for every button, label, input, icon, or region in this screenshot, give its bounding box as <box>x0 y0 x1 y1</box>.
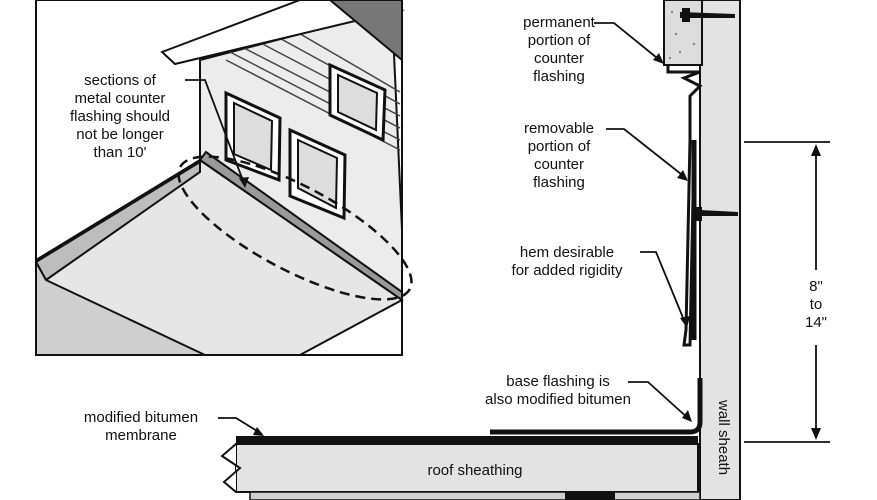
label-line: membrane <box>105 427 177 444</box>
label-inset-note: sections of metal counter flashing shoul… <box>55 72 185 162</box>
label-wall-sheathing: wall sheath <box>715 400 732 476</box>
label-line: counter <box>533 50 585 67</box>
label-hem: hem desirable for added rigidity <box>492 244 642 280</box>
label-line: 14" <box>804 314 827 331</box>
dimension-line <box>744 141 830 443</box>
label-dimension: 8" to 14" <box>796 278 836 332</box>
label-line: to <box>809 296 823 313</box>
label-line: base flashing is <box>506 373 610 390</box>
flashing-strip <box>198 150 403 302</box>
fasteners <box>680 8 738 221</box>
leader-arrows <box>253 53 692 436</box>
label-line: removable <box>523 120 595 137</box>
label-line: than 10' <box>93 144 147 161</box>
base-flashing <box>490 378 703 435</box>
label-membrane: modified bitumen membrane <box>60 409 222 445</box>
label-line: not be longer <box>76 126 164 143</box>
label-line: flashing should <box>69 108 171 125</box>
label-line: counter <box>533 156 585 173</box>
label-line: flashing <box>533 174 585 191</box>
counter-flashing <box>666 65 703 347</box>
label-permanent: permanent portion of counter flashing <box>500 14 618 86</box>
leaders <box>218 22 691 435</box>
label-line: metal counter <box>74 90 166 107</box>
fascia <box>35 258 206 356</box>
membrane <box>236 436 698 444</box>
inset-leader <box>185 79 246 187</box>
label-line: hem desirable <box>519 244 615 261</box>
label-line: sections of <box>84 72 156 89</box>
label-base-flashing: base flashing is also modified bitumen <box>458 373 658 409</box>
label-line: 8" <box>809 278 823 295</box>
label-line: modified bitumen <box>83 409 199 426</box>
label-removable: removable portion of counter flashing <box>500 120 618 192</box>
break-line <box>220 443 242 493</box>
inset-house <box>34 0 413 356</box>
label-line: permanent <box>523 14 595 31</box>
label-line: portion of <box>527 138 591 155</box>
dashed-highlight <box>177 155 413 301</box>
label-roof-sheathing: roof sheathing <box>427 462 523 479</box>
label-line: for added rigidity <box>511 262 623 279</box>
label-line: also modified bitumen <box>485 391 631 408</box>
wall-sheathing <box>699 0 741 500</box>
label-line: portion of <box>527 32 591 49</box>
label-line: flashing <box>533 68 585 85</box>
gable-shadow <box>328 0 403 63</box>
